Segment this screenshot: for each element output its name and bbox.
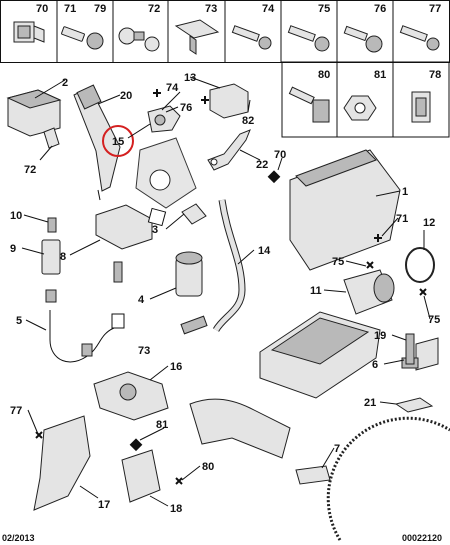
wiring-harness-part [49, 310, 115, 363]
bolt-washer-icon [118, 27, 160, 52]
strip-label: 74 [262, 3, 275, 15]
highlight-ring [102, 125, 134, 157]
strip-label: 73 [205, 3, 217, 15]
callout-label: 8 [60, 251, 66, 263]
top-strip-labels: 70 71 79 72 73 74 75 76 77 78 80 81 [36, 3, 441, 81]
callout-label: 7 [334, 443, 340, 455]
callout-label: 76 [180, 102, 192, 114]
callout-label: 81 [156, 419, 168, 431]
target-wheel-part [135, 137, 197, 209]
injector-part [73, 84, 121, 201]
callout-label: 11 [310, 285, 322, 297]
callout-label: 2 [62, 77, 68, 89]
throttle-actuator-part [93, 371, 169, 421]
callout-label: 73 [138, 345, 150, 357]
callout-labels: 2 20 72 15 74 76 13 82 22 70 1 71 12 10 … [10, 72, 440, 515]
callout-label: 10 [10, 210, 22, 222]
callout-label: 1 [402, 186, 408, 198]
gasket-part [394, 397, 434, 413]
callout-label: 77 [10, 405, 22, 417]
callout-label: 82 [242, 115, 254, 127]
washer-part [43, 127, 60, 149]
callout-label: 80 [202, 461, 214, 473]
relay-part [209, 83, 249, 119]
air-flow-meter-part [343, 269, 395, 315]
callout-label: 20 [120, 90, 132, 102]
screw-icon [287, 25, 330, 52]
callout-label: 6 [372, 359, 378, 371]
bracket-part [207, 129, 251, 171]
temperature-sensor-part [41, 239, 61, 303]
seal-ring-part [405, 247, 435, 283]
callout-label: 18 [170, 503, 182, 515]
screw-icon [399, 25, 440, 51]
callout-label: 70 [274, 149, 286, 161]
strip-label: 71 [64, 3, 76, 15]
callout-label: 72 [24, 164, 36, 176]
callout-label: 21 [364, 397, 376, 409]
callout-label: 75 [428, 314, 440, 326]
callout-label: 19 [374, 330, 386, 342]
strip-label: 81 [374, 69, 386, 81]
shim-part [181, 203, 207, 225]
clip-nut-icon [13, 21, 45, 43]
strip-label: 70 [36, 3, 48, 15]
bleed-screw-part [47, 217, 57, 233]
screw-part [405, 333, 415, 365]
vacuum-hose-part [212, 199, 246, 332]
callout-label: 13 [184, 72, 196, 84]
flywheel-part [326, 416, 450, 541]
sensor-part [147, 105, 181, 133]
mounting-bracket-part [121, 449, 161, 503]
callout-label: 17 [98, 499, 110, 511]
callout-label: 4 [138, 294, 145, 306]
callout-label: 74 [166, 82, 179, 94]
strip-label: 72 [148, 3, 160, 15]
square-markers [129, 170, 281, 452]
callout-label: 22 [256, 159, 268, 171]
solenoid-valve-part [95, 204, 153, 283]
spring-clip-icon [411, 91, 431, 123]
screw-icon [231, 25, 272, 50]
strip-label: 76 [374, 3, 386, 15]
open-square-markers [111, 207, 167, 329]
coolant-sensor-part [295, 465, 331, 485]
intake-housing-part [259, 311, 381, 399]
callout-label: 12 [423, 217, 435, 229]
callout-label: 9 [10, 243, 16, 255]
fastener-markers [35, 89, 427, 485]
strip-label: 78 [429, 69, 441, 81]
relay-box-part [6, 89, 62, 137]
callout-label: 5 [16, 315, 22, 327]
strip-label: 75 [318, 3, 330, 15]
hex-nut-icon [343, 95, 377, 121]
footer-code: 00022120 [402, 533, 442, 543]
footer: 02/2013 00022120 [2, 533, 442, 543]
callout-label: 15 [112, 136, 124, 148]
ecu-part [289, 149, 401, 271]
strip-label: 80 [318, 69, 330, 81]
screw-icon [61, 26, 104, 50]
callout-label: 71 [396, 213, 408, 225]
egr-valve-part [175, 251, 208, 335]
pedal-bracket-part [33, 415, 91, 511]
callout-label: 3 [152, 224, 158, 236]
callout-label: 14 [258, 245, 271, 257]
strip-label: 77 [429, 3, 441, 15]
strip-label: 79 [94, 3, 106, 15]
manifold-part [189, 398, 291, 459]
plastic-clip-icon [174, 19, 220, 55]
bolt-icon [343, 25, 383, 53]
callout-label: 16 [170, 361, 182, 373]
leader-lines [21, 76, 431, 507]
callout-label: 75 [332, 256, 344, 268]
clip-screw-icon [288, 86, 330, 123]
fastener-strip-right [281, 61, 450, 138]
footer-date: 02/2013 [2, 533, 35, 543]
